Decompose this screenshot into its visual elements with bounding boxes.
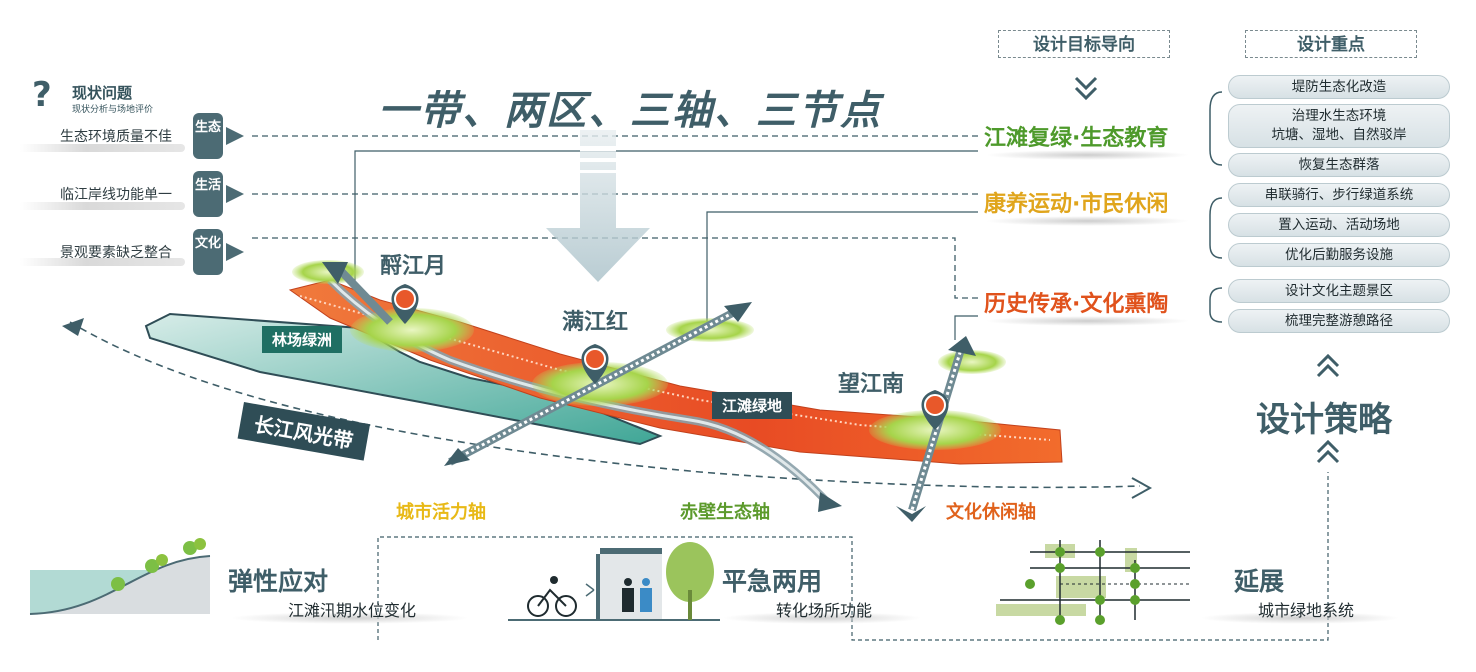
issue-label: 生态环境质量不佳 xyxy=(60,129,172,145)
arrow-left-icon xyxy=(62,318,84,336)
goal-connectors xyxy=(354,150,978,340)
bottom-subtitle: 转化场所功能 xyxy=(776,601,873,620)
axis-arrow-icon xyxy=(322,262,348,284)
strategy-item: 优化后勤服务设施 xyxy=(1228,243,1450,267)
bottom-subtitle: 城市绿地系统 xyxy=(1258,601,1355,620)
location-pin-icon xyxy=(581,344,609,384)
node-name: 酹江月 xyxy=(380,254,447,279)
issue-tag: 生活 xyxy=(193,171,223,217)
location-pin-icon xyxy=(921,390,949,430)
axis-arrow-icon xyxy=(896,506,926,522)
strategy-item: 治理水生态环境坑塘、湿地、自然驳岸 xyxy=(1228,104,1450,148)
strategies-title: 设计策略 xyxy=(1256,400,1392,440)
main-title: 一带、两区、三轴、三节点 xyxy=(378,88,882,134)
question-icon: ? xyxy=(32,75,52,115)
bottom-title: 平急两用 xyxy=(722,567,823,596)
strategy-item: 恢复生态群落 xyxy=(1228,153,1450,177)
axis-arrow-icon xyxy=(948,336,976,356)
strategy-item: 设计文化主题景区 xyxy=(1228,279,1450,303)
issue-label: 临江岸线功能单一 xyxy=(60,187,172,203)
strategy-item: 串联骑行、步行绿道系统 xyxy=(1228,183,1450,207)
river-band-path xyxy=(69,321,1141,489)
big-arrow-stripes xyxy=(580,146,616,173)
issue-label: 景观要素缺乏整合 xyxy=(60,245,172,261)
arrow-right-icon xyxy=(1131,477,1153,499)
goal-culture: 历史传承·文化熏陶 xyxy=(984,292,1169,317)
strategy-brackets xyxy=(1209,91,1223,323)
location-pin-icon xyxy=(391,284,419,324)
axis-arrow-icon xyxy=(818,492,842,512)
issues-title: 现状问题 xyxy=(72,84,133,102)
axis-arrow-icon xyxy=(444,448,470,466)
issue-tag: 文化 xyxy=(193,229,223,275)
issue-tag: 生态 xyxy=(193,113,223,159)
goal-ecology: 江滩复绿·生态教育 xyxy=(984,126,1169,151)
zone-label: 林场绿洲 xyxy=(262,326,343,353)
axis-label: 赤壁生态轴 xyxy=(680,502,770,523)
goal-leisure: 康养运动·市民休闲 xyxy=(984,192,1169,217)
big-down-arrow-icon xyxy=(546,130,650,282)
zone-label: 江滩绿地 xyxy=(712,392,793,419)
greenway-network-illustration xyxy=(996,540,1190,625)
arrow-right-icon xyxy=(226,185,244,203)
axis-label: 城市活力轴 xyxy=(396,502,486,523)
node-name: 满江红 xyxy=(562,310,629,335)
axis-arrow-icon xyxy=(724,302,752,322)
bottom-title: 延展 xyxy=(1234,567,1285,596)
strategy-item: 堤防生态化改造 xyxy=(1228,75,1450,99)
bottom-title: 弹性应对 xyxy=(228,567,329,596)
chevron-up-icon xyxy=(1316,353,1340,464)
strategy-item: 置入运动、活动场地 xyxy=(1228,213,1450,237)
slope-illustration xyxy=(29,538,211,615)
arrow-right-icon xyxy=(226,243,244,261)
strategy-item: 梳理完整游憩路径 xyxy=(1228,309,1450,333)
issues-subtitle: 现状分析与场地评价 xyxy=(72,105,154,115)
chevron-down-icon xyxy=(1074,76,1098,101)
goals-header: 设计目标导向 xyxy=(998,30,1170,58)
axis-label: 文化休闲轴 xyxy=(946,502,1036,523)
strategies-header: 设计重点 xyxy=(1245,30,1417,58)
node-name: 望江南 xyxy=(838,372,905,397)
arrow-right-icon xyxy=(226,127,244,145)
bottom-subtitle: 江滩汛期水位变化 xyxy=(288,601,417,620)
shelter-illustration xyxy=(508,542,720,621)
